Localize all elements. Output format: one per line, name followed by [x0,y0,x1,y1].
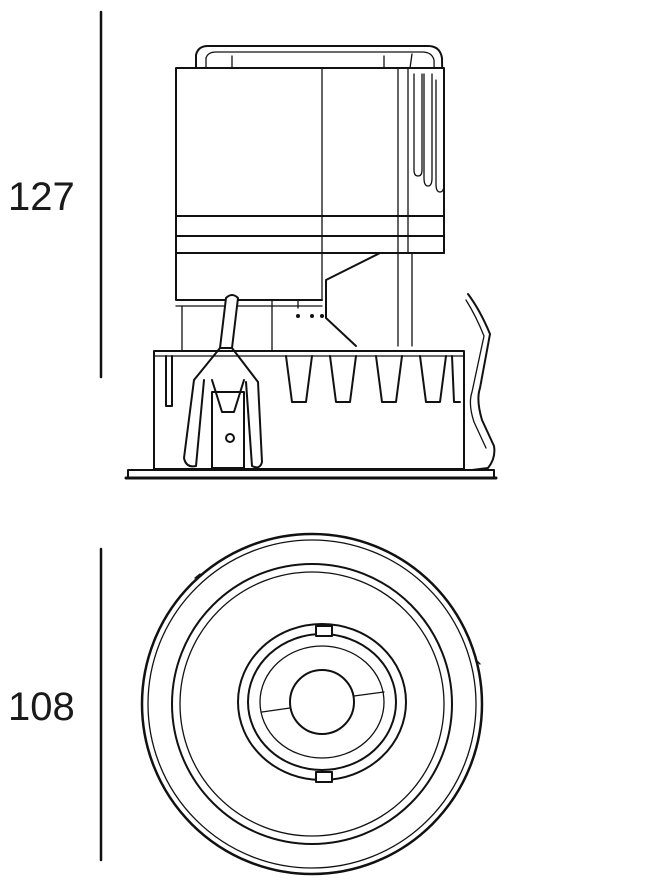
ventilation-slots [165,355,461,407]
housing-neck [325,252,445,347]
screw-marks [296,299,324,318]
lens-reflector [259,645,385,759]
heatsink-cap-ridge [231,53,413,69]
spring-clip-left [183,294,263,469]
front-housing [153,350,465,470]
lens-center [289,669,355,735]
lens-outer-ring [237,623,407,781]
lens-tabs [315,625,333,783]
heatsink-fins [413,73,445,193]
spring-wire-right-inner [465,299,487,449]
lens-divider-lines [261,691,385,713]
front-view [140,532,484,876]
height-dimension: 127 [8,10,103,379]
neck-inner [397,252,413,347]
driver-housing [175,67,445,254]
flange-inner-circle [147,539,477,869]
spring-wire-right [467,293,496,471]
lens-bezel [247,633,397,771]
side-view [124,45,498,480]
diameter-dimension: 108 [8,547,103,862]
diameter-dimension-label: 108 [8,685,75,729]
flange-ticks [194,540,481,833]
outer-flange-circle [140,532,484,876]
lower-housing [175,252,323,301]
heatsink-cap-inner [205,51,437,191]
trim-ring-circle [171,563,453,845]
heatsink-cap [195,45,445,191]
trim-ring-inner-circle [179,571,445,837]
height-dimension-label: 127 [8,175,75,219]
